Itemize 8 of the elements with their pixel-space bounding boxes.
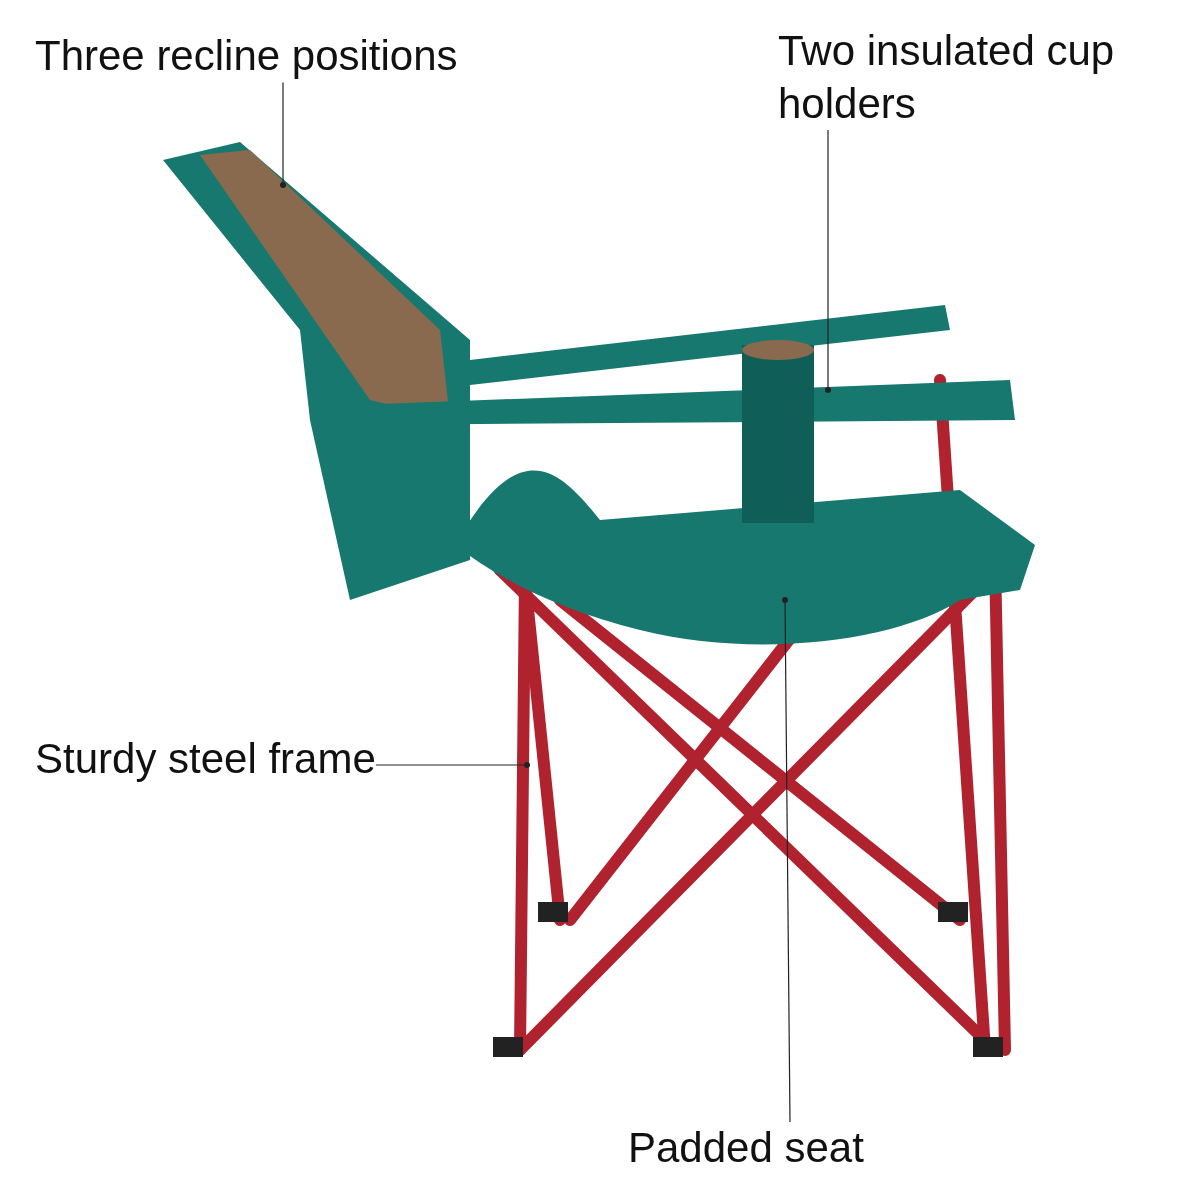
leader-line (375, 762, 530, 768)
callout-label: Three recline positions (35, 30, 458, 83)
callout-label: Two insulated cup holders (778, 25, 1178, 130)
leader-line (825, 129, 831, 393)
callout-label: Sturdy steel frame (35, 733, 376, 786)
leader-line (280, 81, 286, 188)
leader-line (782, 597, 791, 1123)
callout-label: Padded seat (628, 1122, 864, 1175)
